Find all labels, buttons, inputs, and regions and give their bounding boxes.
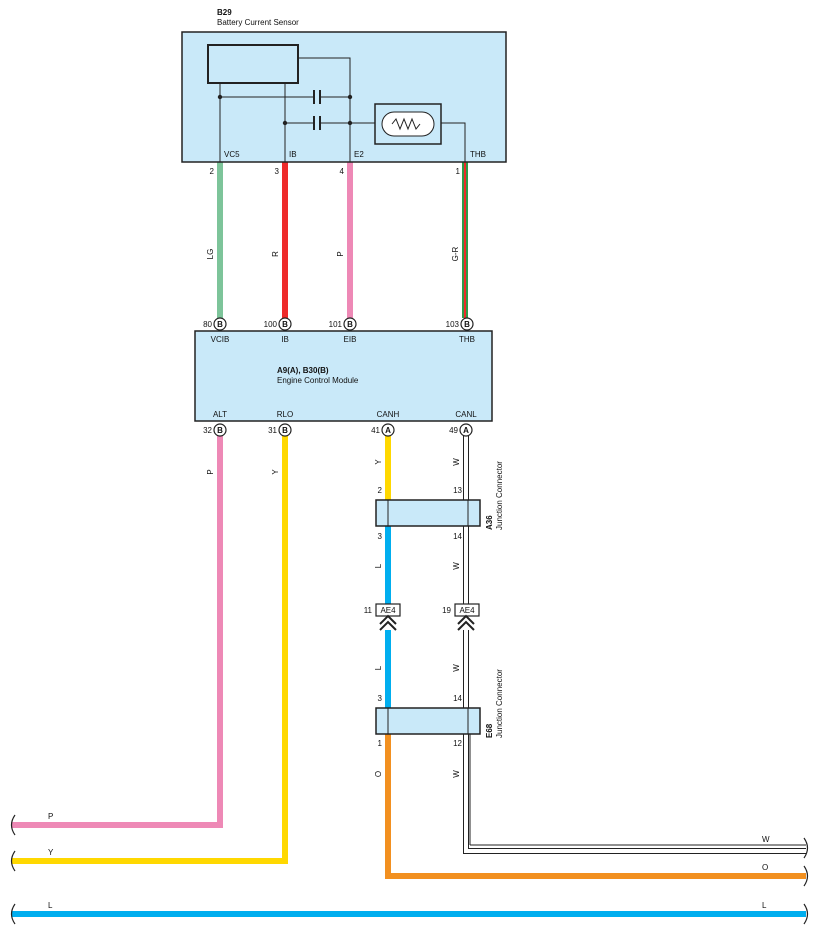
sensor-element-icon	[207, 44, 299, 84]
junction-pin-num: 3	[378, 532, 383, 541]
ecm-pin-num: 32	[203, 426, 212, 435]
sensor-pin-num: 3	[275, 167, 280, 176]
ecm-pin-name-vcib: VCIB	[211, 335, 230, 344]
ecm-pin-name-thb: THB	[459, 335, 475, 344]
wire-color-label: P	[206, 469, 215, 474]
wire-color-label: Y	[374, 459, 383, 465]
sensor-pin-num: 1	[456, 167, 461, 176]
ecm-code: A9(A), B30(B)	[277, 366, 329, 375]
junction-pin-num: 12	[453, 739, 462, 748]
ecm-pin-connector: B	[282, 320, 288, 329]
engine-control-module-box	[194, 330, 493, 422]
sensor-pin-num: 2	[210, 167, 215, 176]
wire-color-label: LG	[206, 249, 215, 260]
junction-e68-code: E68	[485, 723, 494, 738]
ecm-pin-name-ib: IB	[281, 335, 289, 344]
junction-pin-num: 3	[378, 694, 383, 703]
ecm-pin-connector: A	[385, 426, 391, 435]
wire-canl	[463, 436, 806, 854]
junction-a36-name: Junction Connector	[495, 461, 504, 530]
wire-color-label: G-R	[451, 246, 460, 261]
svg-text:AE4: AE4	[380, 606, 396, 615]
wire-canh-4	[385, 734, 806, 879]
ecm-pin-num: 41	[371, 426, 380, 435]
wire-color-label: P	[336, 251, 345, 256]
wire-color-label: O	[374, 771, 383, 777]
ecm-pin-num: 101	[329, 320, 343, 329]
ecm-pin-connector: B	[282, 426, 288, 435]
ecm-pin-connector: B	[464, 320, 470, 329]
ecm-pin-connector: B	[347, 320, 353, 329]
ecm-pin-connector: B	[217, 426, 223, 435]
ecm-pin-name-canh: CANH	[377, 410, 400, 419]
wire-end-label: L	[48, 901, 53, 910]
sensor-internal-circuit	[207, 44, 466, 162]
sensor-code: B29	[217, 8, 232, 17]
wire-color-label: W	[452, 458, 461, 466]
wire-rlo	[12, 436, 288, 864]
ecm-pin-num: 100	[264, 320, 278, 329]
connector-pin-num: 11	[364, 606, 373, 615]
junction-e68-name: Junction Connector	[495, 669, 504, 738]
sensor-pin-name-vc5: VC5	[224, 150, 240, 159]
ecm-pin-connector: A	[463, 426, 469, 435]
ecm-pin-name-canl: CANL	[455, 410, 477, 419]
connector-pin-num: 19	[442, 606, 451, 615]
wire-end-label: L	[762, 901, 767, 910]
ecm-pin-num: 31	[268, 426, 277, 435]
ecm-bottom-pins: B B A A	[213, 423, 473, 437]
ecm-pin-name-alt: ALT	[213, 410, 227, 419]
connector-ae4-canh: AE4	[375, 603, 401, 631]
ecm-pin-name-rlo: RLO	[277, 410, 293, 419]
junction-pin-num: 14	[453, 694, 462, 703]
continuation-bracket-icon	[803, 837, 809, 925]
ecm-top-pins: B B B B	[213, 317, 474, 331]
continuation-bracket-icon	[10, 814, 16, 925]
sensor-pin-name-ib: IB	[289, 150, 297, 159]
junction-pin-num: 13	[453, 486, 462, 495]
ecm-pin-connector: B	[217, 320, 223, 329]
sensor-pin-name-e2: E2	[354, 150, 364, 159]
junction-pin-num: 1	[378, 739, 383, 748]
wire-end-label: Y	[48, 848, 54, 857]
wire-color-label: R	[271, 251, 280, 257]
sensor-name: Battery Current Sensor	[217, 18, 299, 27]
junction-pin-num: 2	[378, 486, 383, 495]
wire-end-label: P	[48, 812, 53, 821]
junction-pin-num: 14	[453, 532, 462, 541]
wire-end-label: O	[762, 863, 768, 872]
ecm-name: Engine Control Module	[277, 376, 359, 385]
sensor-pin-name-thb: THB	[470, 150, 486, 159]
wire-color-label: W	[452, 562, 461, 570]
ecm-pin-num: 80	[203, 320, 212, 329]
junction-a36-code: A36	[485, 515, 494, 530]
wire-end-label: W	[762, 835, 770, 844]
wire-color-label: Y	[271, 469, 280, 475]
ecm-pin-num: 49	[449, 426, 458, 435]
junction-connector-a36	[375, 499, 481, 527]
svg-text:AE4: AE4	[459, 606, 475, 615]
wire-color-label: L	[374, 665, 383, 670]
junction-connector-e68	[375, 707, 481, 735]
sensor-pin-num: 4	[340, 167, 345, 176]
connector-ae4-canl: AE4	[454, 603, 480, 631]
ecm-pin-name-eib: EIB	[344, 335, 357, 344]
wire-alt	[12, 436, 223, 828]
ecm-pin-num: 103	[446, 320, 460, 329]
wire-color-label: W	[452, 770, 461, 778]
wire-color-label: W	[452, 664, 461, 672]
wire-color-label: L	[374, 563, 383, 568]
